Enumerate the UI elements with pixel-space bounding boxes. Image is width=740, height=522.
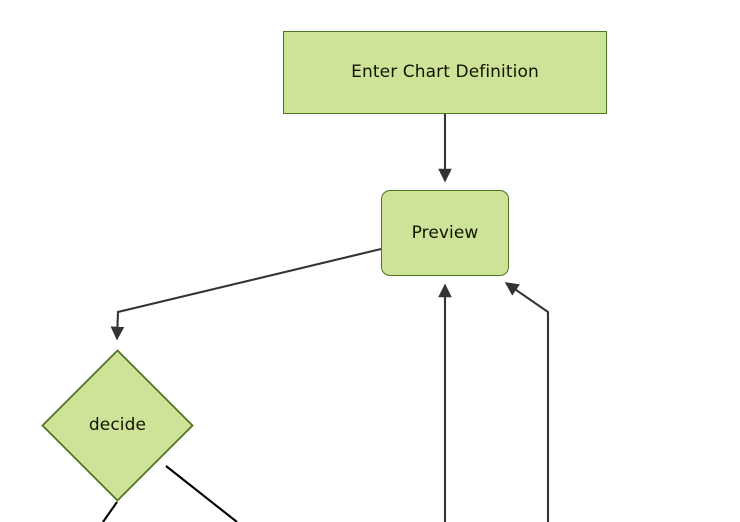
diamond-shape-icon bbox=[41, 349, 194, 502]
edge-decide-bottom-right bbox=[165, 465, 238, 522]
edge-bottom-right-preview bbox=[504, 282, 550, 522]
node-decide-label: decide bbox=[88, 415, 147, 436]
node-decide[interactable]: decide bbox=[41, 349, 194, 502]
edge-preview-decide bbox=[110, 247, 382, 341]
node-enter-chart-definition-label: Enter Chart Definition bbox=[351, 62, 539, 83]
node-preview-label: Preview bbox=[411, 222, 479, 243]
node-preview[interactable]: Preview bbox=[381, 190, 509, 276]
edge-decide-bottom-left bbox=[102, 501, 118, 522]
node-enter-chart-definition[interactable]: Enter Chart Definition bbox=[283, 31, 607, 114]
